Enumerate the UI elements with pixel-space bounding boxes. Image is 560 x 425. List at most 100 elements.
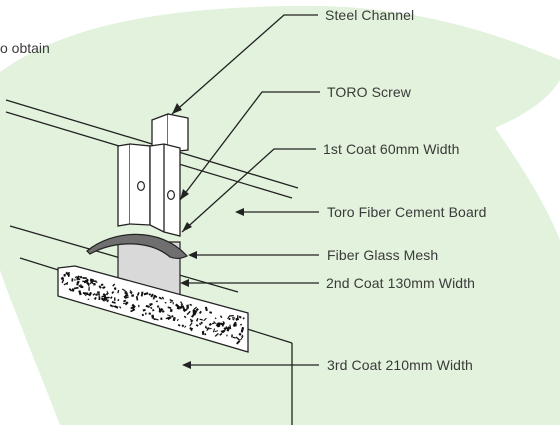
texture-speck: [86, 281, 91, 286]
texture-speck: [242, 317, 245, 320]
texture-speck: [189, 318, 192, 321]
texture-speck: [164, 301, 167, 304]
texture-speck: [102, 293, 107, 297]
texture-speck: [186, 310, 191, 316]
texture-speck: [222, 320, 225, 324]
texture-speck: [68, 288, 73, 292]
texture-speck: [92, 282, 96, 286]
arrowhead-steel-channel: [172, 103, 182, 114]
texture-speck: [152, 309, 155, 312]
texture-speck: [112, 305, 118, 308]
texture-speck: [239, 336, 244, 341]
texture-speck: [214, 317, 217, 320]
white-swoosh: [495, 80, 560, 240]
label-steel-channel: Steel Channel: [325, 7, 415, 23]
fiber-glass-mesh-strip: [86, 233, 188, 259]
texture-speck: [145, 304, 150, 308]
texture-speck: [66, 281, 68, 285]
texture-speck: [190, 319, 194, 323]
texture-speck: [158, 296, 163, 300]
texture-speck: [235, 317, 240, 321]
texture-speck: [124, 301, 129, 306]
texture-speck: [130, 309, 135, 313]
texture-speck: [169, 301, 172, 304]
leader-toro-screw: [179, 91, 320, 201]
texture-speck: [98, 285, 102, 289]
texture-speck: [78, 290, 82, 296]
texture-speck: [202, 330, 205, 333]
texture-speck: [238, 332, 242, 336]
label-fiber-glass-mesh: Fiber Glass Mesh: [327, 247, 439, 263]
texture-speck: [193, 306, 197, 311]
arrowhead-toro-screw: [180, 189, 189, 200]
texture-speck: [105, 292, 109, 296]
texture-speck: [111, 301, 116, 304]
texture-speck: [71, 288, 75, 292]
texture-speck: [61, 280, 64, 284]
texture-speck: [233, 322, 236, 327]
texture-speck: [220, 329, 226, 333]
texture-speck: [92, 280, 98, 283]
texture-speck: [206, 327, 212, 330]
texture-speck: [161, 296, 165, 300]
texture-speck: [183, 315, 187, 319]
texture-speck: [169, 298, 174, 302]
texture-speck: [143, 292, 149, 296]
texture-speck: [150, 293, 154, 298]
texture-speck: [100, 297, 106, 302]
texture-speck: [177, 323, 181, 327]
texture-speck: [109, 304, 114, 308]
arrowhead-toro-board: [235, 208, 244, 216]
texture-speck: [171, 315, 174, 318]
texture-speck: [227, 315, 231, 320]
texture-speck: [225, 326, 230, 331]
texture-speck: [181, 305, 186, 311]
texture-speck: [92, 293, 96, 296]
texture-speck: [215, 323, 220, 328]
texture-speck: [129, 290, 133, 294]
texture-speck: [172, 316, 176, 322]
texture-speck: [236, 340, 241, 345]
texture-speck: [209, 311, 213, 314]
leader-first-coat: [181, 148, 316, 233]
texture-speck: [150, 306, 153, 310]
second-coat-band: [57, 265, 249, 353]
texture-speck: [204, 306, 208, 312]
texture-speck: [232, 336, 236, 339]
texture-speck: [199, 318, 203, 321]
texture-speck: [117, 289, 120, 294]
texture-speck: [235, 336, 241, 341]
texture-speck: [119, 306, 122, 309]
texture-speck: [189, 327, 194, 330]
arrowhead-fiber-glass-mesh: [188, 251, 197, 259]
texture-speck: [83, 280, 89, 284]
texture-speck: [166, 315, 172, 321]
texture-speck: [77, 277, 81, 281]
texture-speck: [214, 333, 219, 337]
texture-speck: [106, 290, 109, 295]
texture-speck: [89, 278, 94, 281]
texture-speck: [131, 294, 135, 298]
texture-speck: [213, 321, 217, 325]
texture-speck: [88, 291, 93, 297]
texture-speck: [183, 308, 188, 313]
texture-speck: [60, 276, 65, 281]
texture-speck: [102, 286, 106, 289]
texture-speck: [153, 294, 158, 299]
texture-speck: [198, 310, 202, 315]
texture-speck: [140, 291, 144, 297]
texture-speck: [155, 318, 159, 321]
texture-speck: [158, 307, 164, 314]
leader-arrowheads: [172, 103, 244, 369]
texture-speck: [109, 296, 113, 299]
texture-speck: [189, 303, 193, 306]
texture-speck: [87, 298, 90, 301]
texture-speck: [208, 322, 212, 326]
texture-speck: [95, 293, 98, 297]
texture-speck: [238, 315, 242, 319]
cropped-text-fragment: o obtain: [0, 40, 50, 56]
texture-speck: [74, 276, 80, 278]
texture-speck: [149, 303, 153, 306]
texture-speck: [181, 324, 185, 328]
